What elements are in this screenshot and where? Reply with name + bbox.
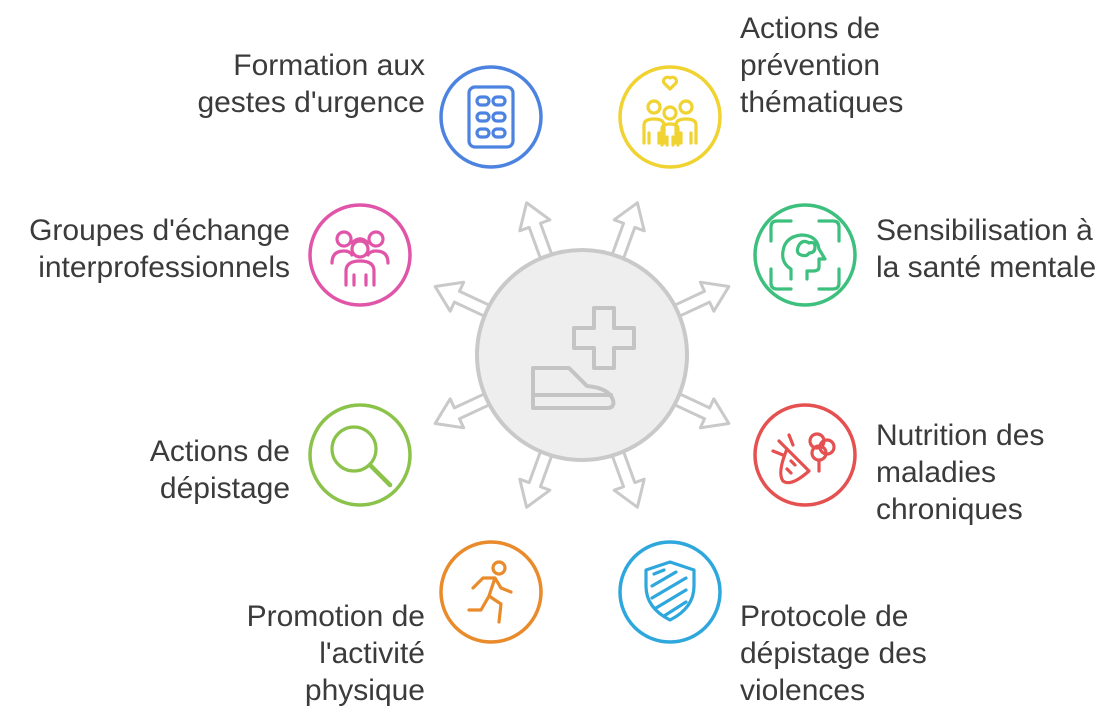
item-label-line: Groupes d'échange (29, 214, 290, 247)
item-label-line: Sensibilisation à (876, 214, 1093, 247)
item-label-line: Protocole de (740, 600, 909, 633)
item-circle (308, 403, 412, 507)
item-label-echange: Groupes d'échange interprofessionnels (29, 212, 290, 286)
item-label-line: Actions de (149, 435, 290, 468)
item-label-line: Formation aux (233, 49, 425, 82)
item-node-activite (439, 540, 543, 644)
item-node-prevention (618, 65, 722, 169)
item-label-activite: Promotion de l'activité physique (247, 598, 425, 709)
item-label-line: dépistage des (740, 637, 927, 670)
head-brain-icon (769, 219, 841, 291)
item-label-line: Nutrition des (876, 419, 1045, 452)
family-heart-icon (642, 75, 698, 147)
item-label-line: dépistage (159, 472, 290, 505)
carrot-broccoli-icon (771, 432, 836, 485)
item-node-echange (308, 203, 412, 307)
item-nodes (308, 65, 857, 644)
item-label-violences: Protocole de dépistage des violences (740, 598, 927, 709)
center-hub (475, 248, 689, 462)
medical-cross-and-shoe-icon (531, 306, 636, 410)
item-label-line: Actions de (740, 12, 881, 45)
item-label-line: la santé mentale (876, 251, 1097, 284)
item-node-nutrition (753, 403, 857, 507)
item-label-line: Promotion de (246, 600, 425, 633)
pill-blister-icon (467, 85, 515, 149)
item-node-sante-mentale (753, 203, 857, 307)
item-circle (439, 65, 543, 169)
item-node-depistage (308, 403, 412, 507)
item-circle (753, 403, 857, 507)
item-label-line: maladies (876, 456, 997, 489)
item-circle (618, 65, 722, 169)
group-people-icon (330, 230, 390, 287)
item-label-line: gestes d'urgence (197, 86, 425, 119)
item-label-prevention: Actions de prévention thématiques (740, 10, 903, 121)
running-person-icon (467, 560, 513, 624)
item-label-line: violences (740, 674, 866, 707)
item-node-formation (439, 65, 543, 169)
item-label-formation: Formation aux gestes d'urgence (197, 47, 425, 121)
item-label-line: chroniques (876, 493, 1023, 526)
item-label-depistage: Actions de dépistage (150, 433, 290, 507)
item-circle (618, 540, 722, 644)
item-label-line: physique (304, 674, 425, 707)
item-label-line: l'activité (319, 637, 425, 670)
item-node-violences (618, 540, 722, 644)
item-circle (308, 203, 412, 307)
item-label-sante-mentale: Sensibilisation à la santé mentale (876, 212, 1096, 286)
magnifier-icon (330, 425, 393, 488)
shield-icon (644, 560, 696, 622)
item-label-line: interprofessionnels (38, 251, 290, 284)
item-label-line: prévention (740, 49, 881, 82)
item-label-line: thématiques (740, 86, 904, 119)
item-label-nutrition: Nutrition des maladies chroniques (876, 417, 1044, 528)
